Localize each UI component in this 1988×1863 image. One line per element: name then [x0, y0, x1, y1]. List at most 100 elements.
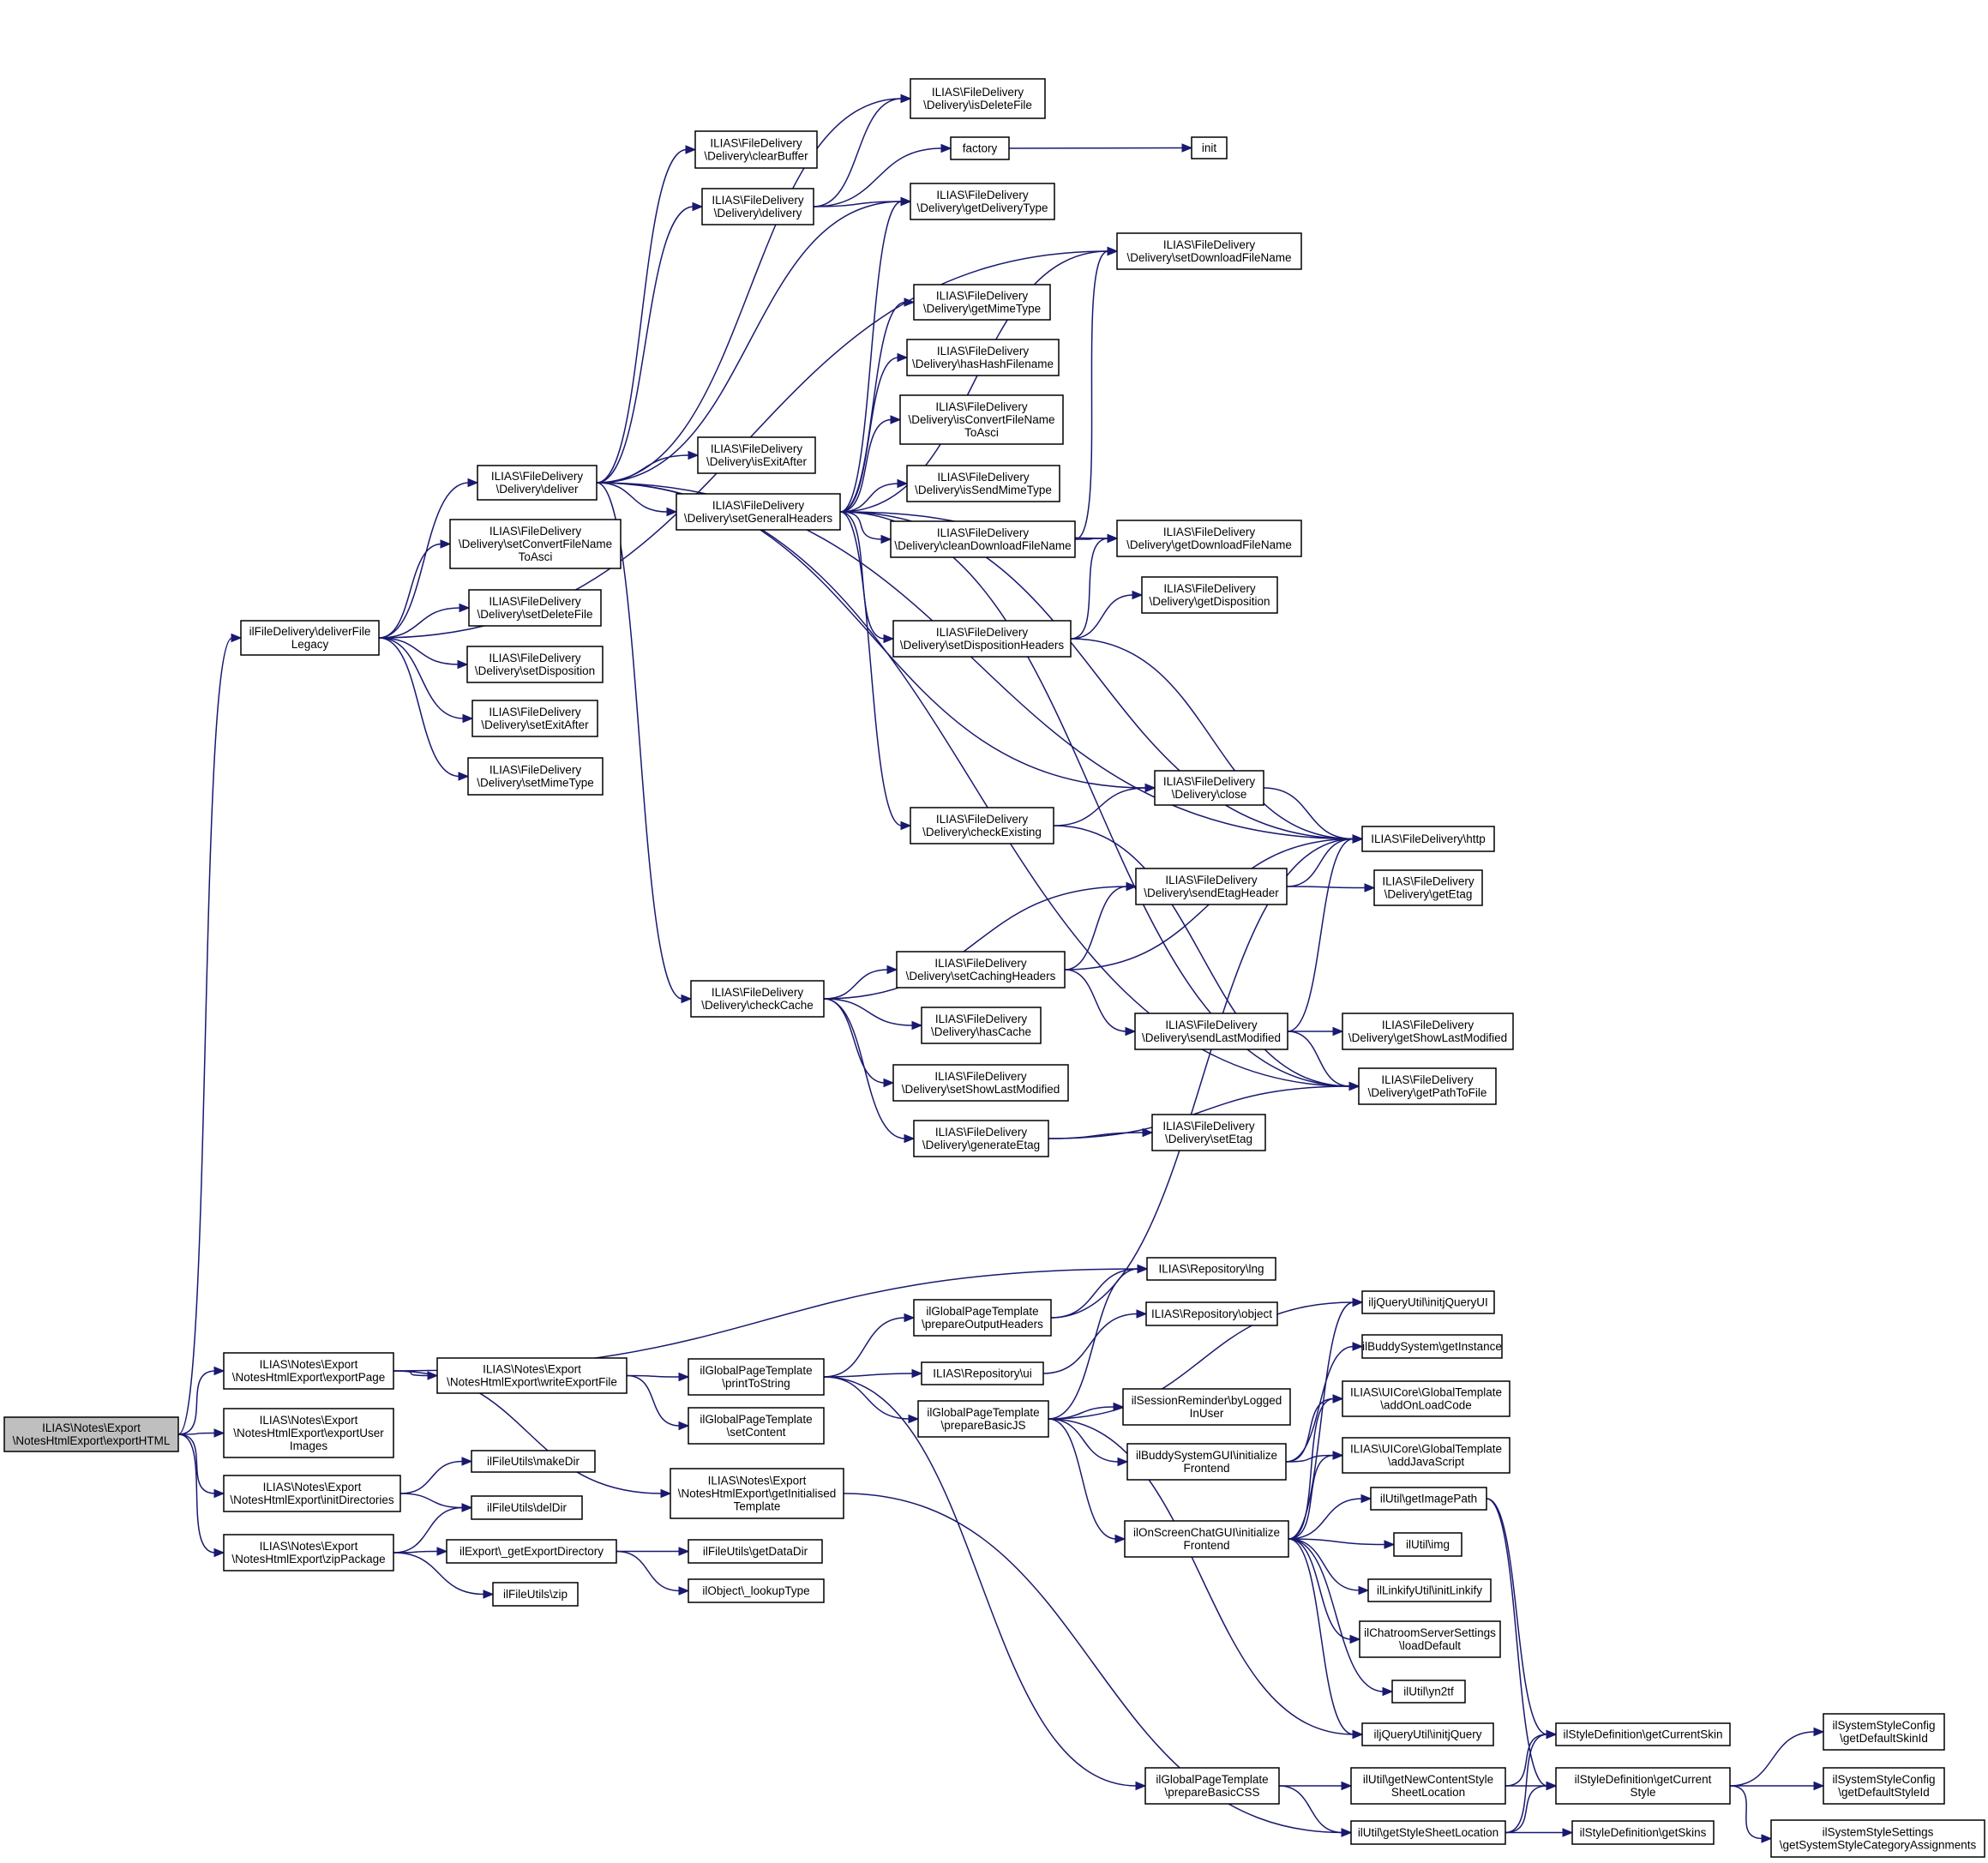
- node-getShowLastModified[interactable]: ILIAS\FileDelivery\Delivery\getShowLastM…: [1342, 1013, 1514, 1050]
- node-label: ILIAS\Notes\Export: [260, 1540, 358, 1553]
- node-factory[interactable]: factory: [950, 136, 1010, 160]
- node-getDeliveryType[interactable]: ILIAS\FileDelivery\Delivery\getDeliveryT…: [910, 183, 1055, 220]
- node-delDir[interactable]: ilFileUtils\delDir: [471, 1495, 583, 1520]
- node-close[interactable]: ILIAS\FileDelivery\Delivery\close: [1154, 770, 1264, 806]
- node-setCachingHeaders[interactable]: ILIAS\FileDelivery\Delivery\setCachingHe…: [896, 951, 1066, 989]
- node-setDispositionHeaders[interactable]: ILIAS\FileDelivery\Delivery\setDispositi…: [892, 620, 1072, 658]
- node-zipPackage[interactable]: ILIAS\Notes\Export\NotesHtmlExport\zipPa…: [223, 1534, 394, 1572]
- node-getInitialisedTemplate[interactable]: ILIAS\Notes\Export\NotesHtmlExport\getIn…: [670, 1468, 844, 1519]
- node-yn2tf[interactable]: ilUtil\yn2tf: [1391, 1680, 1466, 1704]
- node-getImagePath[interactable]: ilUtil\getImagePath: [1370, 1487, 1487, 1511]
- node-setExitAfter[interactable]: ILIAS\FileDelivery\Delivery\setExitAfter: [471, 700, 598, 737]
- node-initjQueryUI[interactable]: iljQueryUtil\initjQueryUI: [1361, 1290, 1495, 1314]
- arrowhead-icon: [897, 352, 909, 363]
- node-setGeneralHeaders[interactable]: ILIAS\FileDelivery\Delivery\setGeneralHe…: [676, 493, 841, 531]
- node-box: [223, 1534, 394, 1572]
- node-makeDir[interactable]: ilFileUtils\makeDir: [471, 1450, 596, 1473]
- node-setMimeType[interactable]: ILIAS\FileDelivery\Delivery\setMimeType: [467, 757, 604, 796]
- node-hasCache[interactable]: ILIAS\FileDelivery\Delivery\hasCache: [921, 1007, 1042, 1044]
- node-getDownloadFileName[interactable]: ILIAS\FileDelivery\Delivery\getDownloadF…: [1116, 520, 1302, 557]
- edge-line: [596, 454, 690, 484]
- node-ui[interactable]: ILIAS\Repository\ui: [921, 1361, 1044, 1385]
- node-box: [1823, 1713, 1945, 1751]
- node-isExitAfter[interactable]: ILIAS\FileDelivery\Delivery\isExitAfter: [697, 436, 816, 474]
- node-delivery[interactable]: ILIAS\FileDelivery\Delivery\delivery: [701, 188, 814, 225]
- node-setDeleteFile[interactable]: ILIAS\FileDelivery\Delivery\setDeleteFil…: [468, 589, 602, 627]
- edge-ui-to-object: [1042, 1309, 1148, 1374]
- node-writeExportFile[interactable]: ILIAS\Notes\Export\NotesHtmlExport\write…: [436, 1357, 628, 1394]
- node-sendEtagHeader[interactable]: ILIAS\FileDelivery\Delivery\sendEtagHead…: [1135, 868, 1288, 905]
- node-addJavaScript[interactable]: ILIAS\UICore\GlobalTemplate\addJavaScrip…: [1342, 1437, 1511, 1474]
- node-exportUserImages[interactable]: ILIAS\Notes\Export\NotesHtmlExport\expor…: [223, 1408, 394, 1458]
- node-exportPage[interactable]: ILIAS\Notes\Export\NotesHtmlExport\expor…: [223, 1352, 394, 1390]
- node-cleanDownloadFileName[interactable]: ILIAS\FileDelivery\Delivery\cleanDownloa…: [890, 520, 1076, 558]
- node-getInstance[interactable]: ilBuddySystem\getInstance: [1361, 1334, 1503, 1359]
- node-deliver[interactable]: ILIAS\FileDelivery\Delivery\deliver: [477, 465, 598, 501]
- node-getSystemStyleCategoryAssignments[interactable]: ilSystemStyleSettings\getSystemStyleCate…: [1770, 1819, 1985, 1858]
- node-addOnLoadCode[interactable]: ILIAS\UICore\GlobalTemplate\addOnLoadCod…: [1342, 1380, 1511, 1417]
- node-setEtag[interactable]: ILIAS\FileDelivery\Delivery\setEtag: [1151, 1114, 1266, 1151]
- node-setDownloadFileName[interactable]: ILIAS\FileDelivery\Delivery\setDownloadF…: [1116, 232, 1302, 270]
- node-clearBuffer[interactable]: ILIAS\FileDelivery\Delivery\clearBuffer: [694, 130, 818, 169]
- node-getDisposition[interactable]: ILIAS\FileDelivery\Delivery\getDispositi…: [1141, 576, 1278, 614]
- node-checkExisting[interactable]: ILIAS\FileDelivery\Delivery\checkExistin…: [910, 807, 1054, 844]
- node-prepareBasicCSS[interactable]: ilGlobalPageTemplate\prepareBasicCSS: [1144, 1767, 1280, 1805]
- node-lng[interactable]: ILIAS\Repository\lng: [1146, 1257, 1276, 1281]
- node-exportHTML[interactable]: ILIAS\Notes\Export\NotesHtmlExport\expor…: [3, 1416, 179, 1452]
- node-getDefaultSkinId[interactable]: ilSystemStyleConfig\getDefaultSkinId: [1823, 1713, 1945, 1751]
- node-label: \Delivery\setGeneralHeaders: [684, 512, 833, 525]
- node-printToString[interactable]: ilGlobalPageTemplate\printToString: [688, 1358, 825, 1396]
- node-getExportDirectory[interactable]: ilExport\_getExportDirectory: [446, 1539, 617, 1564]
- edge-zipPackage-to-delDir: [393, 1503, 473, 1554]
- node-setDisposition[interactable]: ILIAS\FileDelivery\Delivery\setDispositi…: [466, 646, 604, 683]
- node-prepareOutputHeaders[interactable]: ilGlobalPageTemplate\prepareOutputHeader…: [913, 1299, 1052, 1337]
- node-getEtag[interactable]: ILIAS\FileDelivery\Delivery\getEtag: [1373, 869, 1483, 906]
- node-http[interactable]: ILIAS\FileDelivery\http: [1361, 826, 1495, 852]
- node-loadDefault[interactable]: ilChatroomServerSettings\loadDefault: [1359, 1620, 1501, 1658]
- node-getDefaultStyleId[interactable]: ilSystemStyleConfig\getDefaultStyleId: [1823, 1767, 1945, 1805]
- node-label: ilUtil\getNewContentStyle: [1363, 1773, 1493, 1786]
- node-zip[interactable]: ilFileUtils\zip: [492, 1582, 579, 1607]
- edge-deliver-to-delivery: [596, 201, 704, 484]
- node-prepareBasicJS[interactable]: ilGlobalPageTemplate\prepareBasicJS: [917, 1400, 1049, 1438]
- node-label: \Delivery\isDeleteFile: [923, 99, 1032, 111]
- node-label: ilSystemStyleSettings: [1823, 1826, 1934, 1839]
- node-isSendMimeType[interactable]: ILIAS\FileDelivery\Delivery\isSendMimeTy…: [906, 465, 1060, 502]
- node-setShowLastModified[interactable]: ILIAS\FileDelivery\Delivery\setShowLastM…: [892, 1064, 1069, 1102]
- node-object[interactable]: ILIAS\Repository\object: [1145, 1301, 1278, 1326]
- edge-generateEtag-to-setEtag: [1048, 1127, 1154, 1139]
- node-isConvertFileNameToAsci[interactable]: ILIAS\FileDelivery\Delivery\isConvertFil…: [899, 394, 1064, 445]
- node-getDataDir[interactable]: ilFileUtils\getDataDir: [688, 1539, 823, 1564]
- node-getSkins[interactable]: ilStyleDefinition\getSkins: [1571, 1820, 1715, 1845]
- node-initDirectories[interactable]: ILIAS\Notes\Export\NotesHtmlExport\initD…: [223, 1475, 401, 1512]
- node-getMimeType[interactable]: ILIAS\FileDelivery\Delivery\getMimeType: [913, 284, 1051, 321]
- node-getCurrentSkin[interactable]: ilStyleDefinition\getCurrentSkin: [1555, 1722, 1731, 1746]
- edge-prepareBasicCSS-to-getNewContentStyleSheetLocation: [1279, 1781, 1353, 1791]
- node-img[interactable]: ilUtil\img: [1393, 1532, 1462, 1557]
- node-getStyleSheetLocation[interactable]: ilUtil\getStyleSheetLocation: [1350, 1820, 1506, 1845]
- edge-line: [1053, 787, 1147, 826]
- node-label: ilBuddySystemGUI\initialize: [1136, 1449, 1277, 1462]
- node-getPathToFile[interactable]: ILIAS\FileDelivery\Delivery\getPathToFil…: [1358, 1067, 1497, 1105]
- arrowhead-icon: [940, 143, 952, 153]
- node-init[interactable]: init: [1191, 136, 1228, 159]
- node-label: \setContent: [726, 1426, 785, 1439]
- node-sendLastModified[interactable]: ILIAS\FileDelivery\Delivery\sendLastModi…: [1134, 1013, 1288, 1050]
- node-box: [1151, 1114, 1266, 1151]
- node-initLinkify[interactable]: ilLinkifyUtil\initLinkify: [1367, 1578, 1492, 1602]
- node-generateEtag[interactable]: ILIAS\FileDelivery\Delivery\generateEtag: [913, 1120, 1049, 1157]
- node-hasHashFilename[interactable]: ILIAS\FileDelivery\Delivery\hasHashFilen…: [906, 339, 1060, 376]
- node-isDeleteFile[interactable]: ILIAS\FileDelivery\Delivery\isDeleteFile: [910, 78, 1046, 119]
- node-setConvertFileNameToAsci[interactable]: ILIAS\FileDelivery\Delivery\setConvertFi…: [449, 519, 622, 569]
- edge-getImagePath-to-getCurrentSkin: [1486, 1498, 1558, 1740]
- node-lookupType[interactable]: ilObject\_lookupType: [688, 1578, 825, 1603]
- node-initjQuery[interactable]: iljQueryUtil\initjQuery: [1361, 1722, 1494, 1746]
- node-checkCache[interactable]: ILIAS\FileDelivery\Delivery\checkCache: [690, 980, 825, 1018]
- node-setContent[interactable]: ilGlobalPageTemplate\setContent: [688, 1407, 825, 1445]
